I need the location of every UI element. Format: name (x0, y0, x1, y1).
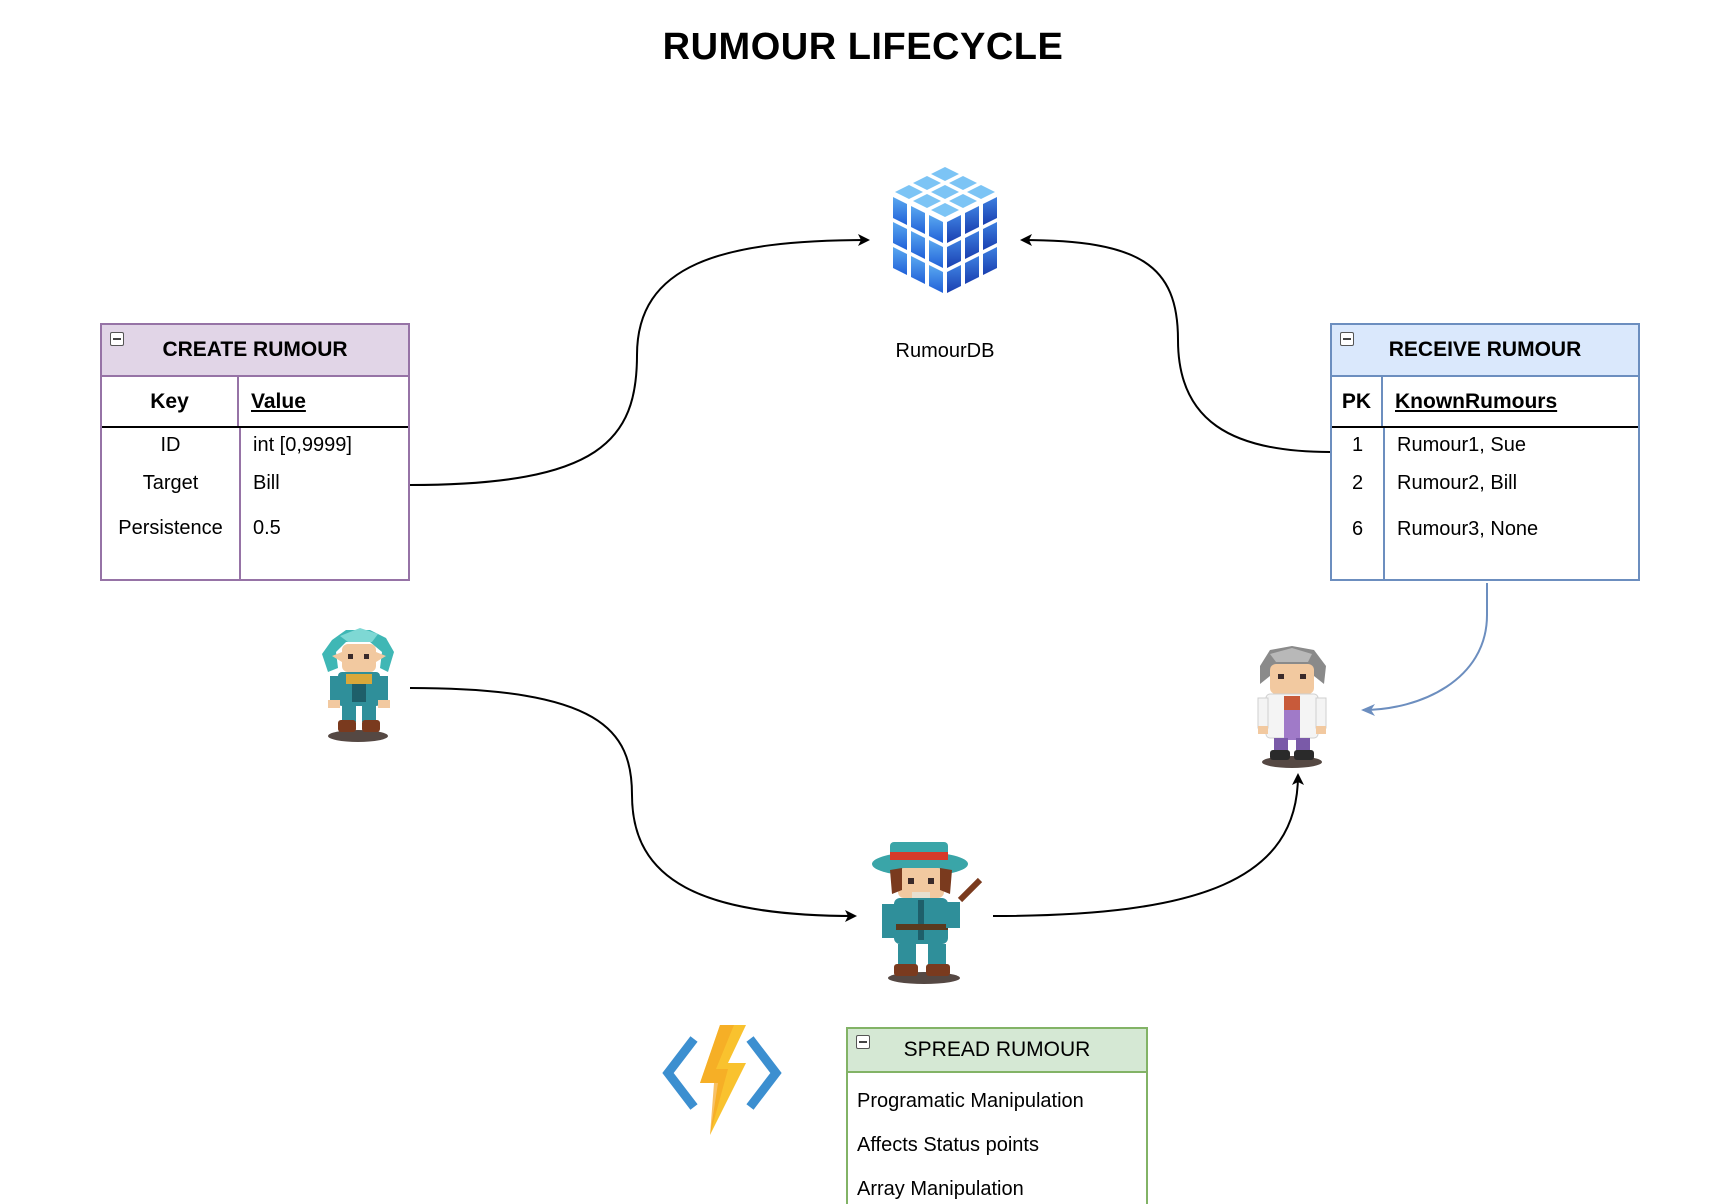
scientist-character-sprite (1257, 646, 1327, 768)
receive-rumour-table: RECEIVE RUMOUR PK KnownRumours 1 Rumour1… (1330, 323, 1640, 581)
receive-table-to-receiver-connector (1361, 583, 1488, 716)
create-rumour-column-headers: Key Value (102, 377, 408, 428)
column-divider (1383, 428, 1385, 579)
database-label: RumourDB (895, 340, 995, 362)
column-divider (239, 428, 241, 579)
collapse-icon[interactable] (1340, 332, 1354, 346)
list-item: Affects Status points (857, 1133, 1039, 1156)
row-key: Persistence (118, 516, 223, 539)
value-column-header: Value (251, 389, 306, 413)
spread-rumour-header[interactable]: SPREAD RUMOUR (848, 1029, 1146, 1073)
create-rumour-header[interactable]: CREATE RUMOUR (102, 325, 408, 377)
table-row: ID int [0,9999] (102, 430, 408, 460)
collapse-icon[interactable] (110, 332, 124, 346)
create-to-db-connector (409, 234, 870, 486)
receive-rumour-column-headers: PK KnownRumours (1332, 377, 1638, 428)
row-value: Rumour3, None (1397, 517, 1539, 540)
receive-rumour-rows: 1 Rumour1, Sue 2 Rumour2, Bill 6 Rumour3… (1332, 428, 1638, 579)
table-row: 6 Rumour3, None (1332, 514, 1638, 544)
row-key: 1 (1351, 433, 1364, 456)
row-key: 6 (1351, 517, 1364, 540)
list-item: Programatic Manipulation (857, 1089, 1084, 1112)
hat-character-sprite (872, 842, 983, 984)
create-rumour-rows: ID int [0,9999] Target Bill Persistence … (102, 428, 408, 579)
spreader-to-receiver-connector (992, 773, 1304, 917)
list-item: Array Manipulation (857, 1177, 1024, 1200)
pk-column-header: PK (1332, 377, 1383, 426)
create-rumour-table: CREATE RUMOUR Key Value ID int [0,9999] … (100, 323, 410, 581)
diagram-title: RUMOUR LIFECYCLE (662, 26, 1064, 68)
row-value: Rumour1, Sue (1397, 433, 1526, 456)
known-rumours-column-header: KnownRumours (1395, 389, 1558, 413)
receive-rumour-header[interactable]: RECEIVE RUMOUR (1332, 325, 1638, 377)
elf-character-sprite (322, 628, 394, 742)
table-row: 2 Rumour2, Bill (1332, 468, 1638, 498)
receive-rumour-title: RECEIVE RUMOUR (1388, 338, 1582, 361)
row-key: Target (142, 471, 199, 494)
azure-function-icon (662, 1025, 782, 1135)
spread-rumour-list: SPREAD RUMOUR Programatic Manipulation A… (846, 1027, 1148, 1204)
row-value: 0.5 (253, 516, 281, 539)
row-key: 2 (1351, 471, 1364, 494)
row-key: ID (160, 433, 181, 456)
row-value: Rumour2, Bill (1397, 471, 1518, 494)
create-rumour-title: CREATE RUMOUR (162, 338, 348, 361)
table-row: Persistence 0.5 (102, 513, 408, 543)
collapse-icon[interactable] (856, 1035, 870, 1049)
receive-to-db-connector (1020, 234, 1331, 453)
row-value: int [0,9999] (253, 433, 352, 456)
database-cube-icon (893, 167, 997, 293)
key-column-header: Key (102, 377, 239, 426)
spread-rumour-items: Programatic Manipulation Affects Status … (848, 1073, 1146, 1204)
creator-to-spreader-connector (409, 687, 857, 922)
table-row: Target Bill (102, 468, 408, 498)
table-row: 1 Rumour1, Sue (1332, 430, 1638, 460)
row-value: Bill (253, 471, 280, 494)
spread-rumour-title: SPREAD RUMOUR (903, 1038, 1091, 1061)
